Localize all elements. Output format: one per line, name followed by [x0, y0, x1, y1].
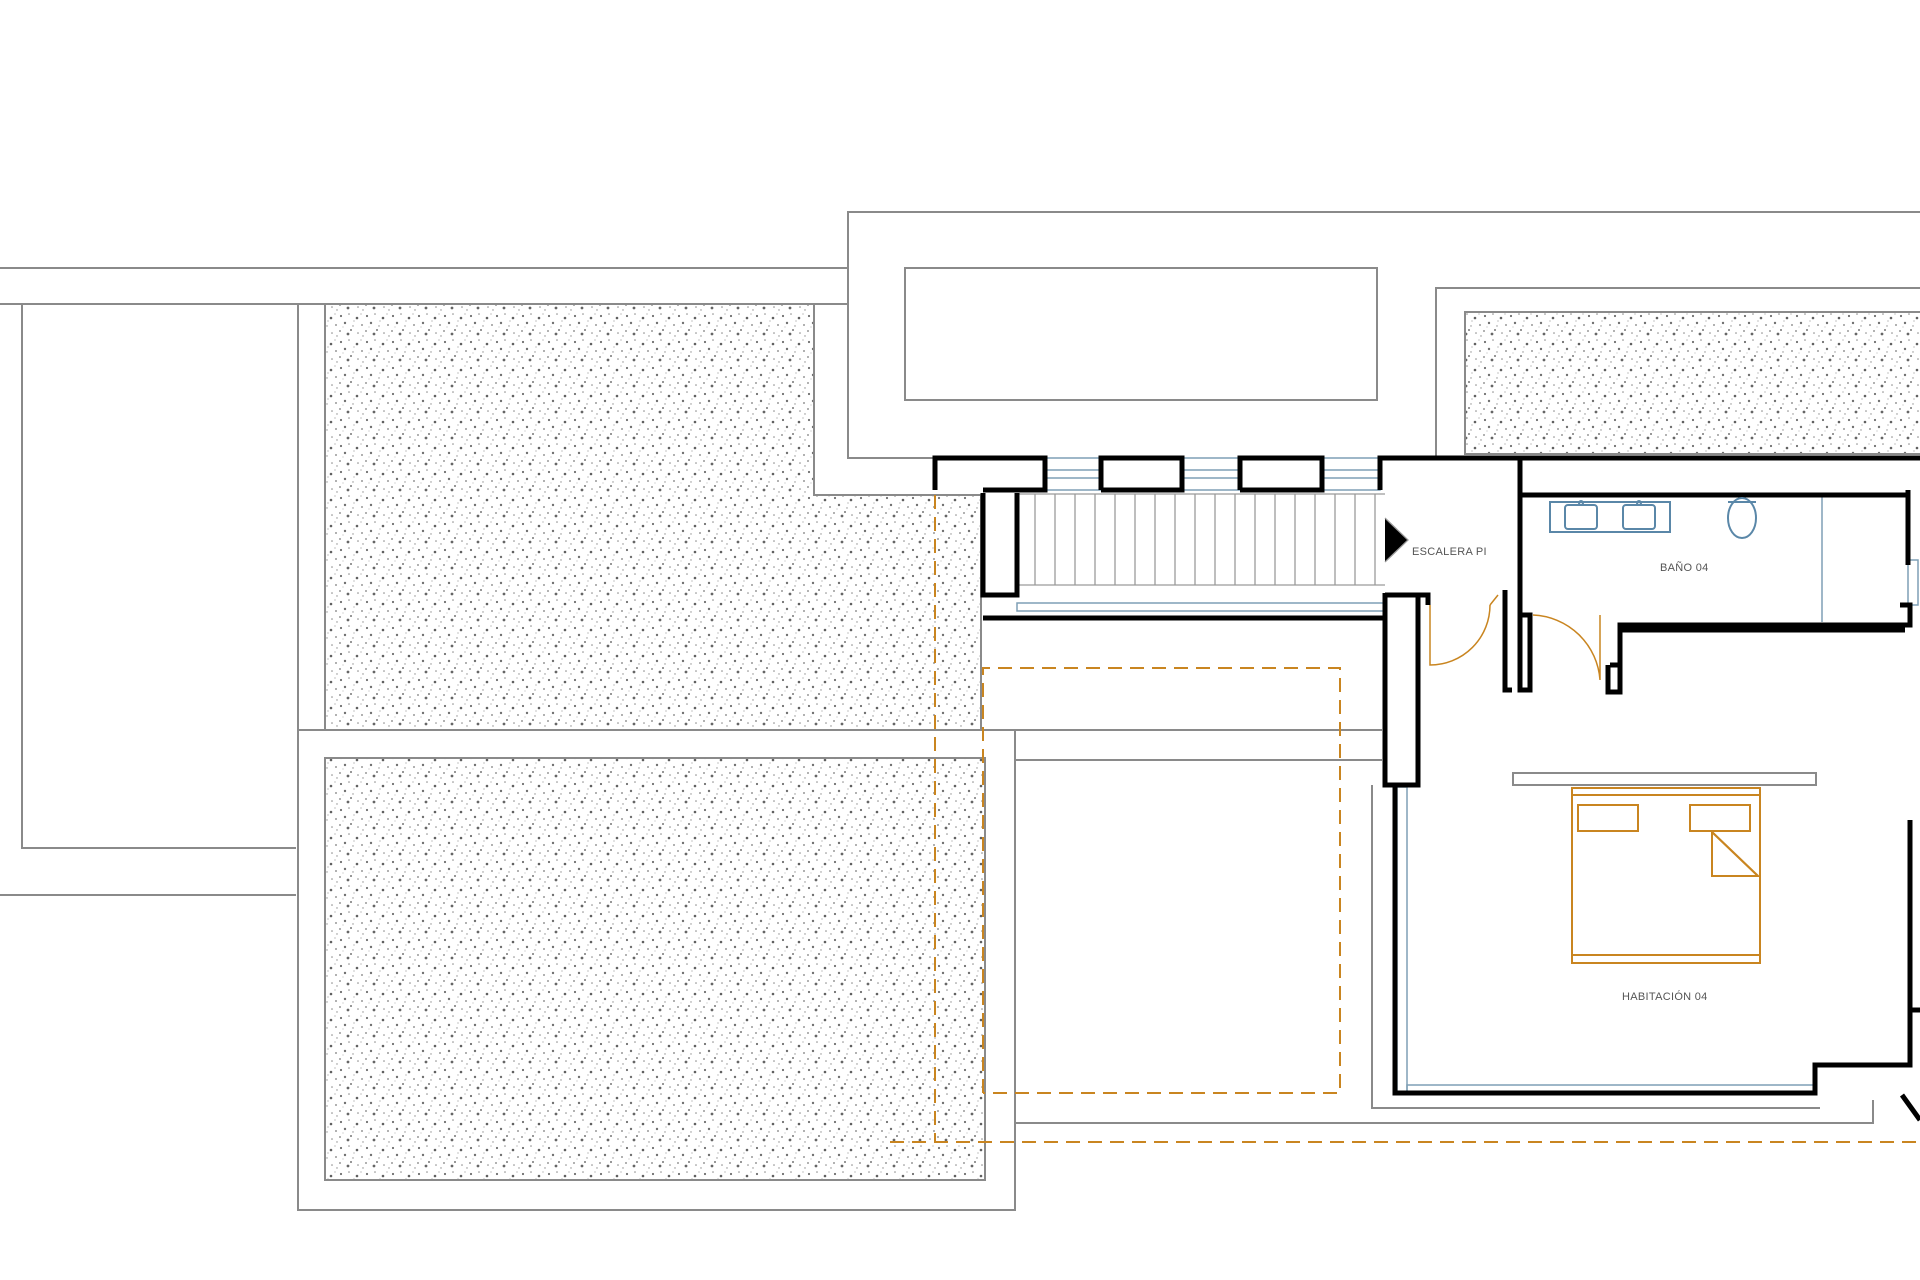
sink-icon [1564, 504, 1598, 530]
room-label-bathroom: BAÑO 04 [1660, 561, 1709, 574]
room-label-stair: ESCALERA PI [1412, 546, 1487, 558]
overhead-dashed-lines [890, 495, 1920, 1143]
sink-icon [1622, 504, 1656, 530]
room-labels: ESCALERA PI BAÑO 04 HABITACIÓN 04 [1412, 546, 1709, 1003]
bedroom-furniture [1512, 772, 1817, 964]
door-bath-icon [1532, 614, 1601, 681]
gravel-area-top-left [324, 303, 982, 731]
door-stair-icon [1429, 604, 1491, 666]
bathroom-fixtures [1549, 497, 1757, 539]
gravel-area-top-right [1464, 311, 1920, 455]
pillow-icon [1689, 804, 1751, 832]
gravel-areas [324, 303, 1920, 1181]
stair-arrow-icon [1384, 517, 1409, 563]
gravel-area-bottom-left [324, 757, 986, 1181]
toilet-icon [1727, 497, 1757, 539]
stair [1016, 493, 1409, 612]
walls [932, 455, 1920, 1122]
bed-icon [1571, 787, 1761, 964]
doors [1429, 594, 1601, 681]
pillow-icon [1577, 804, 1639, 832]
room-label-bedroom: HABITACIÓN 04 [1622, 990, 1708, 1003]
door-stair-leaf-icon [1489, 594, 1499, 606]
headboard [1512, 772, 1817, 786]
